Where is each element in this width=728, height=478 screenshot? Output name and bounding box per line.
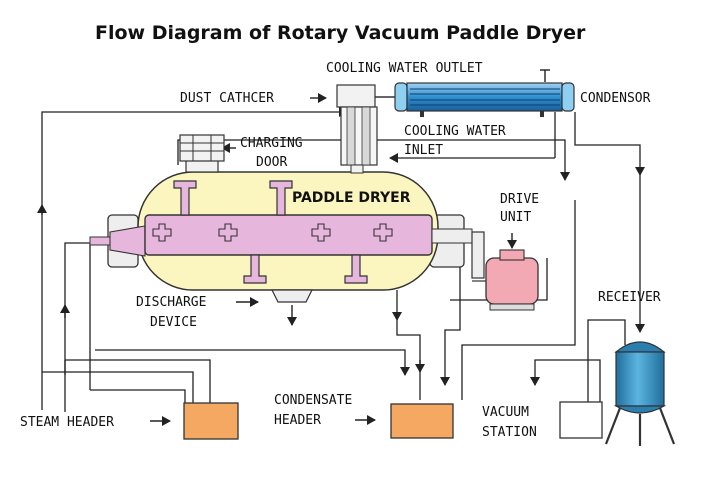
shaft-cross-paddles (152, 223, 393, 242)
condensate-header-label-1: CONDENSATE (274, 393, 352, 408)
line-to-condensate-1 (95, 349, 410, 376)
dust-catcher-filter-2 (361, 106, 371, 166)
line-to-condensate-2 (440, 255, 461, 386)
discharge-device-label-1: DISCHARGE (136, 295, 206, 310)
dust-catcher-top (336, 84, 376, 108)
vacuum-loop-arrow (530, 359, 601, 405)
charging-door-label-1: CHARGING (240, 136, 303, 151)
vacuum-station-label-1: VACUUM (482, 405, 529, 420)
condensor-leg-1 (420, 111, 424, 117)
discharge-device (271, 289, 313, 303)
cross-paddle-4 (373, 223, 393, 242)
drive-motor-box (499, 249, 525, 261)
dust-catcher-label: DUST CATHCER (180, 91, 274, 106)
dust-catcher (336, 84, 395, 174)
paddle-upper-1 (173, 180, 197, 216)
shaft-right-coupling (431, 228, 473, 244)
charging-door (179, 134, 225, 173)
cooling-water-outlet-label: COOLING WATER OUTLET (326, 61, 483, 76)
condensor (394, 82, 575, 117)
steam-header (183, 402, 239, 440)
condensor-shell (406, 82, 563, 112)
paddle-upper-2 (269, 180, 293, 216)
dust-catcher-filter-1 (346, 106, 356, 166)
receiver-top (614, 341, 666, 353)
condensate-header (390, 403, 454, 439)
condenser-to-receiver-1 (574, 112, 645, 176)
steam-header-label: STEAM HEADER (20, 415, 114, 430)
dust-catcher-body (340, 106, 378, 166)
condensor-label: CONDENSOR (580, 91, 651, 106)
steam-header-loop (42, 371, 194, 405)
cross-paddle-3 (311, 223, 331, 242)
condensor-right-head (561, 82, 575, 112)
steam-header-feed (90, 389, 186, 405)
cooling-water-inlet-label-1: COOLING WATER (404, 124, 506, 139)
receiver-to-vacuum-line (587, 319, 626, 405)
diagram-title: Flow Diagram of Rotary Vacuum Paddle Dry… (95, 22, 586, 44)
vacuum-station-label-2: STATION (482, 425, 537, 440)
steam-return-line (65, 359, 211, 405)
condensor-leg-2 (540, 111, 544, 117)
receiver-bottom (613, 405, 667, 414)
discharge-device-label-2: DEVICE (150, 315, 197, 330)
dust-catcher-neck (350, 164, 364, 174)
drive-unit (471, 231, 539, 311)
paddle-dryer-label: PADDLE DRYER (292, 190, 411, 206)
steam-line-to-dust-catcher (41, 107, 348, 410)
drive-unit-label-1: DRIVE (500, 192, 539, 207)
charging-door-body (179, 134, 225, 162)
dryer-drain-line (396, 320, 421, 400)
motor-return-line (450, 258, 548, 301)
cooling-water-inlet-label-2: INLET (404, 143, 443, 158)
paddle-lower-2 (344, 254, 368, 284)
charging-door-label-2: DOOR (256, 155, 287, 170)
steam-line-to-shaft (64, 242, 90, 412)
condensate-header-label-2: HEADER (274, 413, 321, 428)
paddle-dryer: PADDLE DRYER (89, 171, 473, 303)
drive-base (489, 303, 535, 311)
condensor-left-head (394, 82, 408, 112)
shaft-left-tip (89, 236, 111, 246)
vacuum-station (559, 401, 603, 439)
receiver-body (615, 351, 665, 407)
receiver-label: RECEIVER (598, 290, 661, 305)
drive-motor (485, 257, 539, 305)
receiver-leg-right (658, 407, 676, 445)
receiver-leg-left (604, 407, 622, 445)
cross-paddle-2 (218, 223, 238, 242)
drive-unit-label-2: UNIT (500, 210, 531, 225)
drive-coupling (471, 231, 485, 279)
shaft-left-taper (109, 225, 146, 257)
receiver (604, 341, 676, 446)
cross-paddle-1 (152, 223, 172, 242)
condensor-tubes (410, 88, 560, 106)
line-to-condensate-3 (461, 200, 576, 400)
paddle-lower-1 (243, 254, 267, 284)
charging-door-neck (185, 159, 219, 173)
